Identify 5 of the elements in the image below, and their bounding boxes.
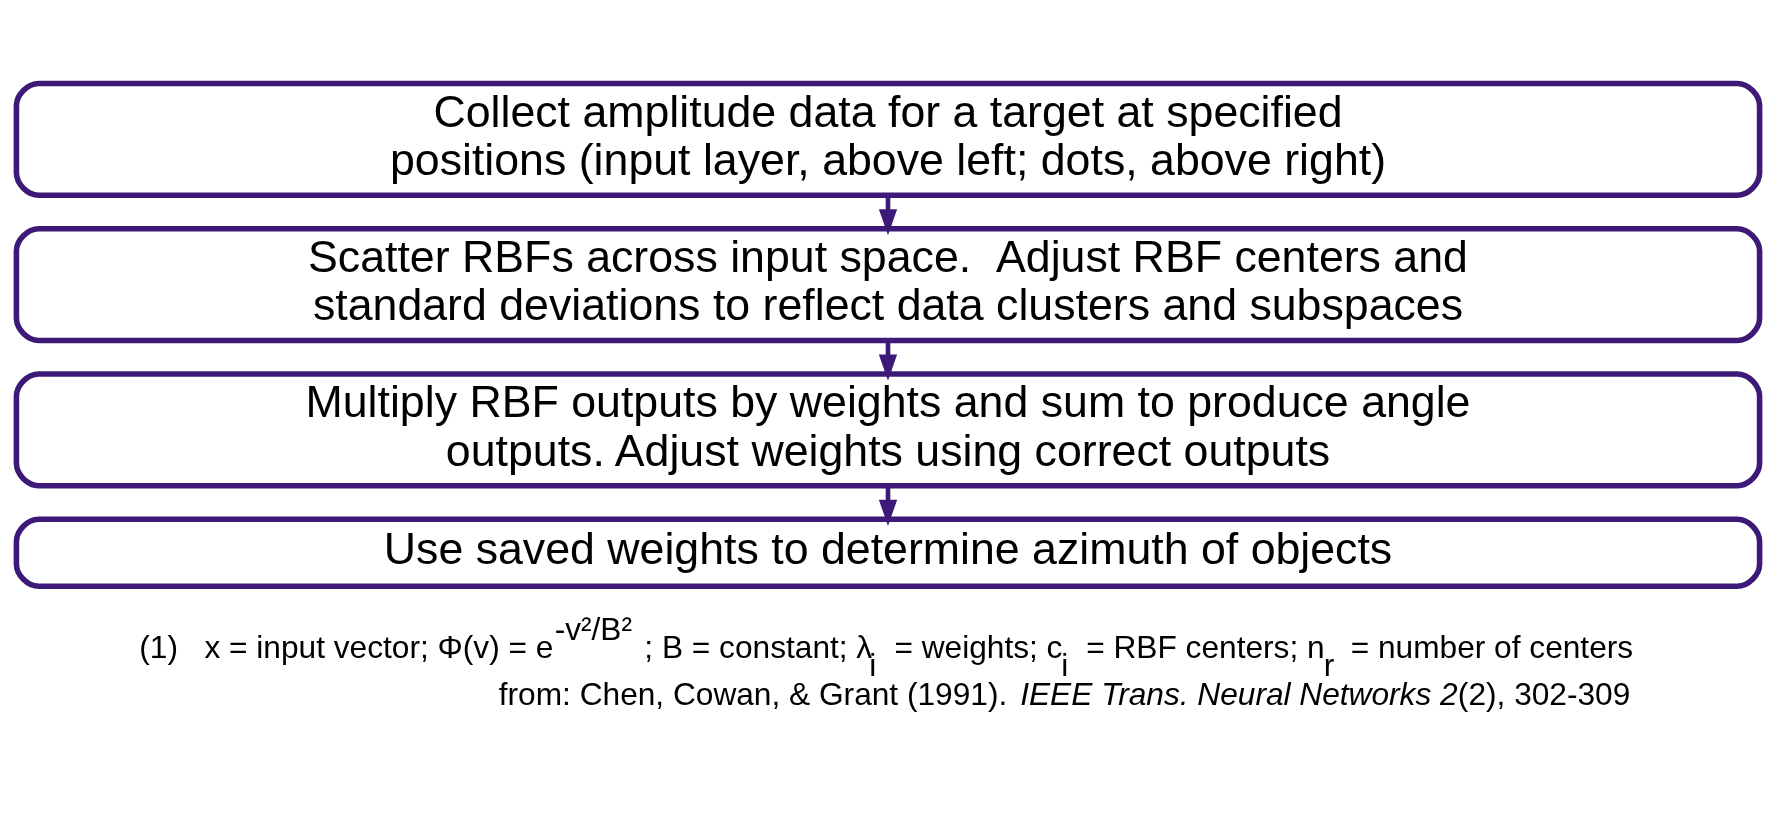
node-box: Use saved weights to determine azimuth of objects — [13, 515, 1763, 589]
node-box: Scatter RBFs across input space. Adjust RBF centers and standard deviations to reflect data clusters and subspaces — [13, 225, 1763, 343]
node-box: Multiply RBF outputs by weights and sum to produce angle outputs. Adjust weights using correct outputs — [13, 370, 1763, 488]
node-box: Collect amplitude data for a target at specified positions (input layer, above left; dots, above right) — [13, 80, 1763, 198]
label: from: Chen, Cowan, & Grant (1991). IEEE Trans. Neural Networks 2(2), 302-309 — [498, 675, 1631, 712]
